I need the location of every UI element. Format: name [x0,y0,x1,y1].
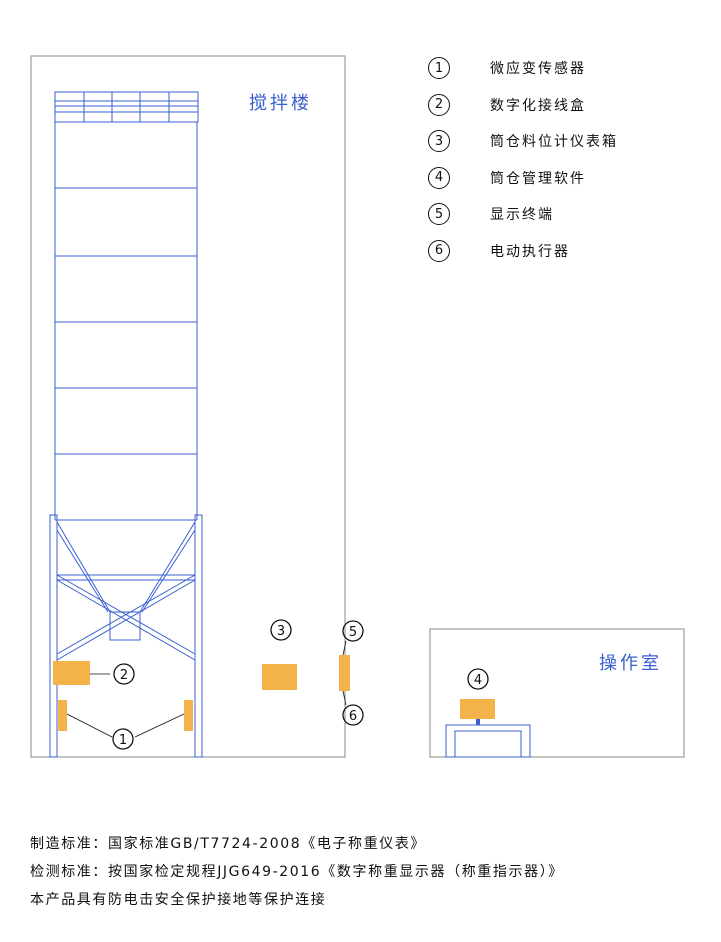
legend-item: 2 数字化接线盒 [428,87,688,124]
safety-note: 本产品具有防电击安全保护接地等保护连接 [30,892,327,908]
manufacturing-standard: 制造标准：国家标准GB/T7724-2008《电子称重仪表》 [30,836,427,852]
legend: 1 微应变传感器 2 数字化接线盒 3 筒仓料位计仪表箱 4 筒仓管理软件 5 … [428,50,688,269]
callout-actuator: 6 [349,709,357,724]
silo-body [54,122,198,521]
legend-text: 筒仓管理软件 [490,170,586,187]
legend-item: 3 筒仓料位计仪表箱 [428,123,688,160]
level-meter-box [262,664,297,690]
legend-number: 3 [428,130,450,153]
legend-number: 5 [428,203,450,226]
computer-desk [445,724,531,758]
legend-number: 4 [428,166,450,189]
mixing-building-label: 搅拌楼 [249,93,312,114]
testing-standard: 检测标准：按国家检定规程JJG649-2016《数字称重显示器（称重指示器）》 [30,864,564,880]
standards-footer: 制造标准：国家标准GB/T7724-2008《电子称重仪表》 检测标准：按国家检… [30,830,700,914]
silo-top-railing [54,91,199,123]
legend-item: 4 筒仓管理软件 [428,160,688,197]
legend-number: 2 [428,93,450,116]
control-room-label: 操作室 [599,653,662,674]
legend-number: 6 [428,239,450,262]
legend-item: 1 微应变传感器 [428,50,688,87]
silo-support-structure [49,514,203,758]
legend-text: 电动执行器 [490,243,570,260]
strain-sensor-right [184,700,193,731]
legend-text: 显示终端 [490,207,554,224]
control-room-frame [429,628,685,758]
legend-text: 微应变传感器 [490,61,586,78]
legend-item: 5 显示终端 [428,196,688,233]
mixing-building-frame [30,55,346,758]
legend-text: 筒仓料位计仪表箱 [490,134,618,151]
software-monitor [460,699,495,719]
legend-text: 数字化接线盒 [490,97,586,114]
callout-display: 5 [349,625,357,640]
callout-junction-box: 2 [120,668,128,683]
junction-box [53,661,90,685]
callout-sensor: 1 [119,733,127,748]
callout-software: 4 [474,673,482,688]
callout-level-meter-box: 3 [277,624,285,639]
strain-sensor-left [58,700,67,731]
legend-number: 1 [428,57,450,80]
legend-item: 6 电动执行器 [428,233,688,270]
display-terminal [339,655,350,691]
